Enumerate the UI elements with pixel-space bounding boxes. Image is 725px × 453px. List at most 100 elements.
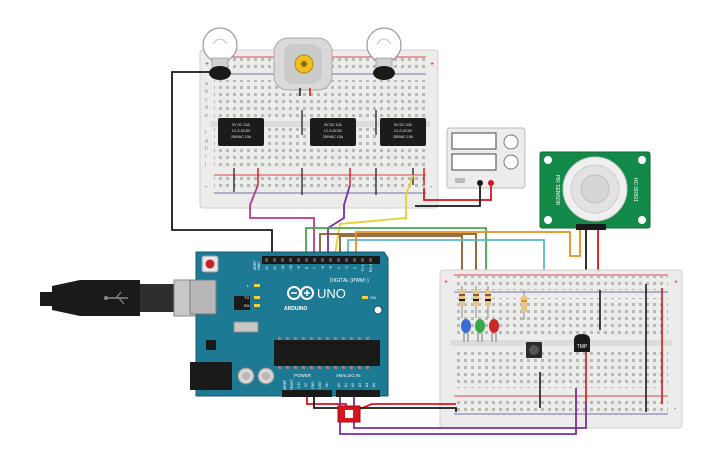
pin-label: GND	[318, 381, 322, 389]
wire-purple	[327, 184, 351, 260]
relay-text: 5V DC 10A	[394, 123, 412, 127]
row-label: c	[205, 97, 208, 103]
bottom-breadboard: + + - -	[439, 269, 683, 429]
pin-label: 2	[353, 267, 357, 269]
led-green-icon	[475, 319, 485, 342]
usb-cable	[40, 279, 209, 317]
power-header-label: POWER	[294, 373, 312, 378]
row-label: e	[205, 113, 208, 119]
row-label: a	[205, 81, 208, 87]
relay-module: 5V DC 10A 1C-S-DC5V 250VAC 10A	[310, 118, 356, 146]
rx-led	[254, 304, 260, 307]
wire-brown	[339, 235, 463, 290]
arduino-uno-board: AREF GND 13 12 ~11 ~10 ~9 8 7 ~6 ~5 4 ~3…	[189, 251, 389, 397]
resistor	[521, 290, 527, 320]
slide-switch[interactable]	[337, 405, 361, 423]
relay-module: 5V DC 10A 1C-S-DC5V 250VAC 10A	[218, 118, 264, 146]
rail-plus-label: +	[444, 279, 448, 286]
pin-label: 8	[305, 267, 309, 269]
led-red-icon	[489, 319, 499, 342]
relay-text: 250VAC 10A	[323, 135, 344, 139]
analog-header-label: ANALOG IN	[336, 373, 361, 378]
pin-label: 5V	[304, 382, 308, 387]
row-label: h	[205, 146, 208, 152]
light-bulb-icon	[202, 27, 238, 80]
digital-header-label: DIGITAL (PWM~)	[330, 278, 369, 284]
wire-black	[313, 397, 457, 412]
gnd-label: GND	[257, 262, 261, 270]
wire-red	[423, 186, 492, 201]
pir-side-label: PIR SENSOR	[554, 175, 560, 206]
wire-green	[305, 227, 487, 290]
power-supply	[446, 127, 526, 189]
temperature-sensor: TMP	[574, 334, 590, 352]
pin-label: ~11	[281, 265, 285, 271]
pin-label: ~3	[345, 266, 349, 270]
relay-text: 1C-S-DC5V	[394, 129, 413, 133]
led-blue-icon	[461, 319, 471, 342]
wire-orange	[355, 228, 581, 260]
tx-label: TX	[244, 295, 249, 300]
pin-label: Vin	[325, 382, 329, 387]
relay-text: 250VAC 10A	[231, 135, 252, 139]
rail-minus-label: -	[444, 406, 447, 413]
pin-label: A0	[337, 383, 341, 387]
relay-text: 1C-S-DC5V	[232, 129, 251, 133]
pin-label: 12	[273, 266, 277, 270]
pin-label: 3.3V	[297, 381, 301, 389]
relay-text: 5V DC 10A	[232, 123, 250, 127]
rail-plus-label: +	[674, 279, 678, 286]
pin-label: 4	[337, 267, 341, 269]
aref-label: AREF	[253, 261, 257, 270]
wire-magenta	[249, 184, 315, 260]
pin-label: GND	[311, 381, 315, 389]
pin-label: 13	[265, 266, 269, 270]
relay-text: 5V DC 10A	[324, 123, 342, 127]
rail-plus-label: +	[205, 61, 209, 68]
row-label: d	[205, 105, 208, 111]
resistor	[459, 286, 465, 318]
row-label: j	[204, 162, 206, 168]
resistor	[485, 286, 491, 318]
rail-minus-label: -	[674, 406, 677, 413]
pin-label: RX 0	[369, 264, 373, 272]
wire-black	[171, 71, 273, 260]
row-label: b	[205, 89, 208, 95]
row-label: g	[205, 138, 208, 144]
uno-label: UNO	[317, 286, 346, 301]
resistor	[473, 286, 479, 318]
l-label: L	[247, 283, 250, 288]
pin-label: ~10	[289, 265, 293, 271]
l-led	[254, 284, 260, 287]
wire-yellow	[333, 174, 414, 261]
pin-label: A2	[351, 383, 355, 387]
on-led	[362, 296, 368, 299]
pin-label: 7	[313, 267, 317, 269]
tmp-label: TMP	[577, 344, 588, 350]
pir-model-label: HC-SR501	[632, 178, 638, 202]
row-label: i	[205, 154, 206, 160]
pin-label: ~9	[297, 266, 301, 270]
on-label: ON	[370, 295, 376, 300]
arduino-logo-icon	[287, 286, 314, 300]
wire-brown	[319, 233, 477, 290]
pin-label: TX 1	[361, 264, 365, 272]
rail-plus-label: +	[430, 61, 434, 68]
relay-text: 1C-S-DC5V	[324, 129, 343, 133]
pin-label: ~6	[321, 266, 325, 270]
pin-label: IOREF	[283, 380, 287, 390]
pin-label: A3	[358, 383, 362, 387]
pin-label: A4	[365, 383, 369, 387]
rail-minus-label: -	[205, 184, 208, 191]
arduino-brand-label: ARDUINO	[284, 306, 307, 312]
rx-label: RX	[244, 303, 250, 308]
reset-button[interactable]	[201, 255, 219, 273]
pir-sensor: HC-SR501 PIR SENSOR	[539, 151, 651, 230]
light-bulb-icon	[366, 27, 402, 80]
pin-label: A5	[372, 383, 376, 387]
row-label: f	[205, 130, 207, 136]
rail-minus-label: -	[430, 184, 433, 191]
push-button[interactable]	[526, 342, 542, 358]
wire-black	[415, 186, 481, 207]
